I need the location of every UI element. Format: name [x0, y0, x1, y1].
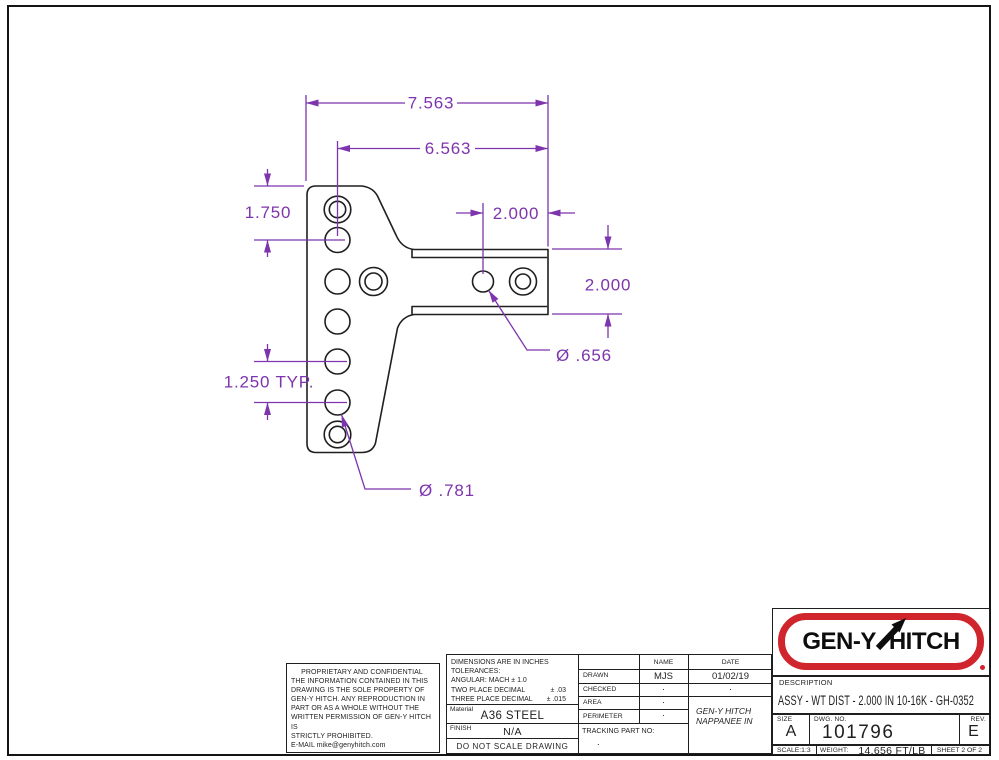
- part-outline: [306, 185, 549, 454]
- tube-wall-top: [411, 249, 548, 259]
- proprietary-line: STRICTLY PROHIBITED.: [291, 732, 373, 740]
- proprietary-line: PART OR AS A WHOLE WITHOUT THE: [291, 705, 419, 713]
- counterbore-hole-inner: [328, 425, 347, 444]
- counterbore-hole-inner: [364, 272, 383, 291]
- dwg-no-label: DWG. NO.: [814, 715, 847, 723]
- size-label: SIZE: [777, 715, 793, 723]
- area-label: AREA: [583, 699, 602, 706]
- logo-text-right: HITCH: [888, 627, 960, 655]
- counterbore-hole: [358, 266, 389, 297]
- tolerances-label: TOLERANCES:: [451, 668, 501, 676]
- dim-total-width: 7.563: [408, 94, 455, 113]
- checked-date: .: [729, 682, 732, 693]
- proprietary-line: THE INFORMATION CONTAINED IN THIS: [291, 678, 429, 686]
- dim-hole-pitch: 1.250 TYP.: [224, 373, 315, 392]
- scale-value: SCALE:1:3: [777, 746, 811, 754]
- arm-hole-small: [471, 270, 495, 293]
- finish-label: FINISH: [450, 725, 472, 733]
- plate-hole: [324, 308, 351, 335]
- proprietary-line: GEN-Y HITCH. ANY REPRODUCTION IN: [291, 696, 426, 704]
- rev-value: E: [968, 723, 979, 740]
- drawn-name: MJS: [654, 670, 673, 682]
- sheet-border: [7, 5, 991, 756]
- checked-label: CHECKED: [583, 685, 617, 693]
- plate-hole: [324, 268, 351, 295]
- proprietary-line: WRITTEN PERMISSION OF GEN-Y HITCH IS: [291, 714, 432, 731]
- drawn-label: DRAWN: [583, 672, 609, 679]
- proprietary-line: DRAWING IS THE SOLE PROPERTY OF: [291, 687, 425, 695]
- material-value: A36 STEEL: [480, 710, 545, 723]
- perimeter-label: PERIMETER: [583, 712, 623, 720]
- size-value: A: [785, 723, 797, 740]
- arm-counterbore-hole-inner: [514, 273, 532, 290]
- logo-text-left: GEN-Y: [802, 627, 876, 655]
- tube-wall-bottom: [411, 305, 548, 315]
- logo-dot: [980, 665, 985, 670]
- tracking-part-value: .: [597, 737, 600, 748]
- title-block: GEN-Y HITCH DESCRIPTION ASSY - WT DIST -…: [772, 608, 990, 757]
- checked-name: .: [662, 682, 665, 693]
- finish-value: N/A: [503, 726, 522, 739]
- dim-large-hole-dia: Ø .781: [419, 481, 475, 500]
- angular-tolerance: ANGULAR: MACH ± 1.0: [451, 677, 527, 685]
- tolerance-block: DIMENSIONS ARE IN INCHES TOLERANCES: ANG…: [446, 654, 579, 754]
- material-label: Material: [450, 706, 474, 714]
- dim-hole-col-to-end: 6.563: [425, 139, 472, 158]
- weight-value: 14.656 FT/LB: [858, 744, 926, 757]
- dim-arm-height: 2.000: [585, 276, 632, 295]
- two-place-value: ± .03: [550, 686, 566, 694]
- tracking-part-label: TRACKING PART NO:: [582, 725, 655, 735]
- proprietary-line: E-MAIL mike@genyhitch.com: [291, 741, 386, 749]
- do-not-scale-note: DO NOT SCALE DRAWING: [447, 738, 578, 755]
- counterbore-hole: [323, 420, 352, 449]
- sheet-value: SHEET 2 OF 2: [936, 747, 983, 754]
- description-label: DESCRIPTION: [779, 678, 833, 687]
- three-place-value: ± .015: [546, 695, 566, 703]
- part-outline-group: [306, 185, 549, 454]
- approvals-table: NAME DATE DRAWN MJS 01/02/19 CHECKED . .…: [578, 654, 773, 755]
- arm-counterbore-hole: [508, 267, 538, 296]
- gen-y-hitch-logo: GEN-Y HITCH: [778, 613, 984, 670]
- three-place-label: THREE PLACE DECIMAL: [451, 695, 533, 703]
- company-line2: NAPPANEE IN: [696, 715, 753, 726]
- company-line1: GEN-Y HITCH: [696, 706, 752, 716]
- dimension-labels: 7.563 6.563 1.750 1.250 TYP. 2.000 2.000…: [224, 94, 632, 501]
- rev-label: REV.: [970, 715, 986, 723]
- plate-holes: [323, 195, 389, 449]
- dwg-no-value: 101796: [822, 721, 895, 743]
- logo-arrow-icon: [875, 618, 906, 651]
- units-note: DIMENSIONS ARE IN INCHES: [451, 659, 549, 666]
- proprietary-line: PROPRIETARY AND CONFIDENTIAL: [301, 669, 423, 676]
- name-column-header: NAME: [653, 658, 674, 666]
- dimension-lines: [254, 95, 622, 490]
- dim-end-to-hole: 2.000: [493, 204, 540, 223]
- dim-small-hole-dia: Ø .656: [556, 346, 612, 365]
- perimeter-value: .: [662, 708, 665, 719]
- company-name: GEN-Y HITCH NAPPANEE IN: [696, 706, 753, 726]
- proprietary-note: PROPRIETARY AND CONFIDENTIAL THE INFORMA…: [286, 663, 440, 753]
- drawn-date: 01/02/19: [712, 670, 749, 682]
- area-value: .: [662, 695, 665, 706]
- arm-holes: [471, 267, 538, 296]
- two-place-label: TWO PLACE DECIMAL: [451, 686, 526, 694]
- weight-label: WEIGHT:: [820, 746, 849, 754]
- dim-top-edge-to-hole: 1.750: [245, 203, 292, 222]
- description-value: ASSY - WT DIST - 2.000 IN 10-16K - GH-03…: [778, 693, 975, 708]
- date-column-header: DATE: [721, 658, 740, 666]
